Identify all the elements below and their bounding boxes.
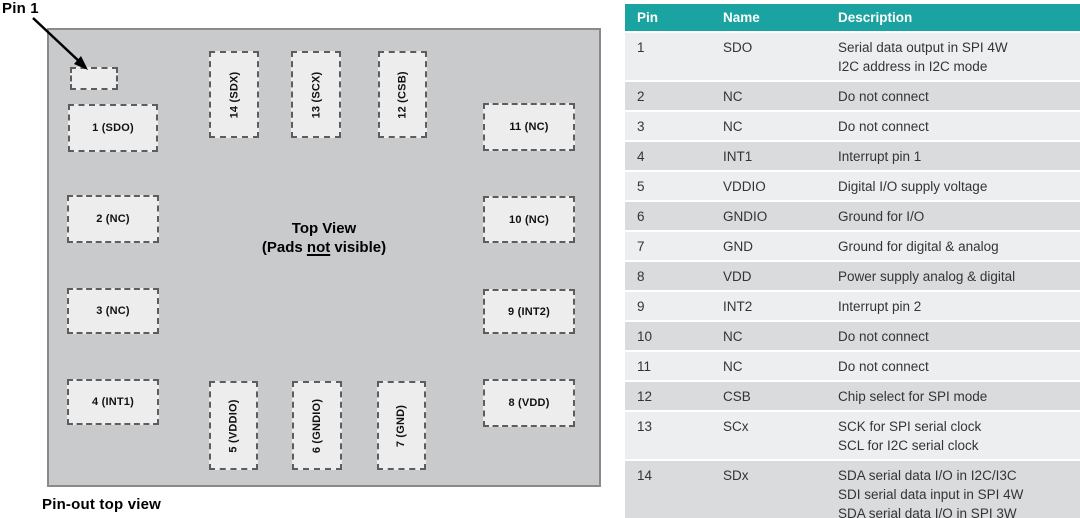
pin-cell: 7 (637, 238, 645, 254)
name-cell: NC (723, 328, 743, 344)
description-cell: Digital I/O supply voltage (838, 178, 988, 194)
description-cell: Ground for I/O (838, 208, 925, 224)
table-row: 9 INT2 Interrupt pin 2 (625, 292, 1080, 322)
pin-cell: 13 (637, 418, 653, 434)
name-cell: VDD (723, 268, 752, 284)
pin-cell: 3 (637, 118, 645, 134)
chip-pad: 11 (NC) (483, 103, 575, 151)
name-cell: GNDIO (723, 208, 768, 224)
table-row: 8 VDD Power supply analog & digital (625, 262, 1080, 292)
chip-pad: 13 (SCX) (291, 51, 341, 138)
pads-not-visible-note: (Pads not visible) (261, 239, 387, 256)
column-header-description: Description (838, 10, 913, 25)
description-cell: Do not connect (838, 88, 929, 104)
name-cell: INT1 (723, 148, 753, 164)
name-cell: NC (723, 358, 743, 374)
pin-cell: 1 (637, 39, 645, 55)
pin-cell: 4 (637, 148, 645, 164)
pad-label: 11 (NC) (509, 121, 549, 133)
description-cell: Ground for digital & analog (838, 238, 999, 254)
name-cell: NC (723, 118, 743, 134)
name-cell: SCx (723, 418, 749, 434)
column-header-name: Name (723, 10, 760, 25)
name-cell: VDDIO (723, 178, 766, 194)
pin-cell: 11 (637, 358, 652, 374)
table-row: 7 GND Ground for digital & analog (625, 232, 1080, 262)
description-cell: Do not connect (838, 358, 929, 374)
pin1-label: Pin 1 (2, 0, 39, 17)
chip-pad: 4 (INT1) (67, 379, 159, 425)
chip-pad: 12 (CSB) (378, 51, 427, 138)
pad-label: 14 (SDX) (228, 71, 240, 118)
figure-caption: Pin-out top view (42, 496, 162, 513)
table-row: 10 NC Do not connect (625, 322, 1080, 352)
chip-pad: 10 (NC) (483, 196, 575, 243)
description-cell: Interrupt pin 1 (838, 148, 922, 164)
table-row: 4 INT1 Interrupt pin 1 (625, 142, 1080, 172)
description-cell: Chip select for SPI mode (838, 388, 988, 404)
chip-pad: 14 (SDX) (209, 51, 259, 138)
chip-pad: 2 (NC) (67, 195, 159, 243)
pad-label: 10 (NC) (509, 213, 549, 226)
pin-cell: 12 (637, 388, 653, 404)
chip-center-text: Top View (Pads not visible) (47, 220, 601, 256)
chip-pad: 9 (INT2) (483, 289, 575, 334)
description-cell: Power supply analog & digital (838, 268, 1016, 284)
table-row: 12 CSB Chip select for SPI mode (625, 382, 1080, 412)
pad-label: 1 (SDO) (92, 122, 134, 134)
pin-description-table: Pin Name Description 1 SDO Serial data o… (625, 4, 1080, 518)
pad-label: 4 (INT1) (92, 396, 134, 408)
chip-pad: 3 (NC) (67, 288, 159, 334)
description-cell: Do not connect (838, 328, 929, 344)
pad-label: 8 (VDD) (508, 397, 550, 409)
pad-label: 2 (NC) (96, 213, 130, 225)
pin1-indicator-pad (70, 67, 118, 90)
pad-label: 6 (GNDIO) (311, 398, 324, 453)
table-row: 5 VDDIO Digital I/O supply voltage (625, 172, 1080, 202)
pin-cell: 14 (637, 467, 653, 483)
table-row: 2 NC Do not connect (625, 82, 1080, 112)
pin-cell: 9 (637, 298, 645, 314)
table-row: 11 NC Do not connect (625, 352, 1080, 382)
name-cell: SDx (723, 467, 749, 483)
pad-label: 12 (CSB) (396, 70, 409, 119)
chip-pad: 8 (VDD) (483, 379, 575, 427)
pad-label: 13 (SCX) (310, 71, 322, 118)
table-row: 6 GNDIO Ground for I/O (625, 202, 1080, 232)
chip-pad: 5 (VDDIO) (209, 381, 258, 470)
pad-label: 7 (GND) (395, 404, 408, 447)
table-row: 3 NC Do not connect (625, 112, 1080, 142)
pin-cell: 5 (637, 178, 645, 194)
chip-pad: 6 (GNDIO) (292, 381, 342, 470)
top-view-title: Top View (291, 220, 357, 237)
pin-cell: 10 (637, 328, 653, 344)
pin-cell: 6 (637, 208, 645, 224)
name-cell: GND (723, 238, 753, 254)
pad-label: 3 (NC) (96, 305, 130, 317)
name-cell: NC (723, 88, 743, 104)
chip-pad: 1 (SDO) (68, 104, 158, 152)
pad-label: 5 (VDDIO) (227, 398, 240, 453)
pad-label: 9 (INT2) (508, 305, 550, 318)
name-cell: SDO (723, 39, 753, 55)
name-cell: INT2 (723, 298, 753, 314)
pin-cell: 2 (637, 88, 645, 104)
pin-cell: 8 (637, 268, 645, 284)
table-header: Pin Name Description (625, 4, 1080, 33)
description-cell: Do not connect (838, 118, 929, 134)
name-cell: CSB (723, 388, 751, 404)
pin1-arrow-icon (32, 17, 88, 70)
column-header-pin: Pin (637, 10, 659, 25)
pinout-diagram: Pin 1 1 (SDO) 2 (NC) 3 (NC) 4 (INT1) 5 (… (2, 0, 601, 513)
chip-pad: 7 (GND) (377, 381, 426, 470)
description-cell: Interrupt pin 2 (838, 298, 922, 314)
